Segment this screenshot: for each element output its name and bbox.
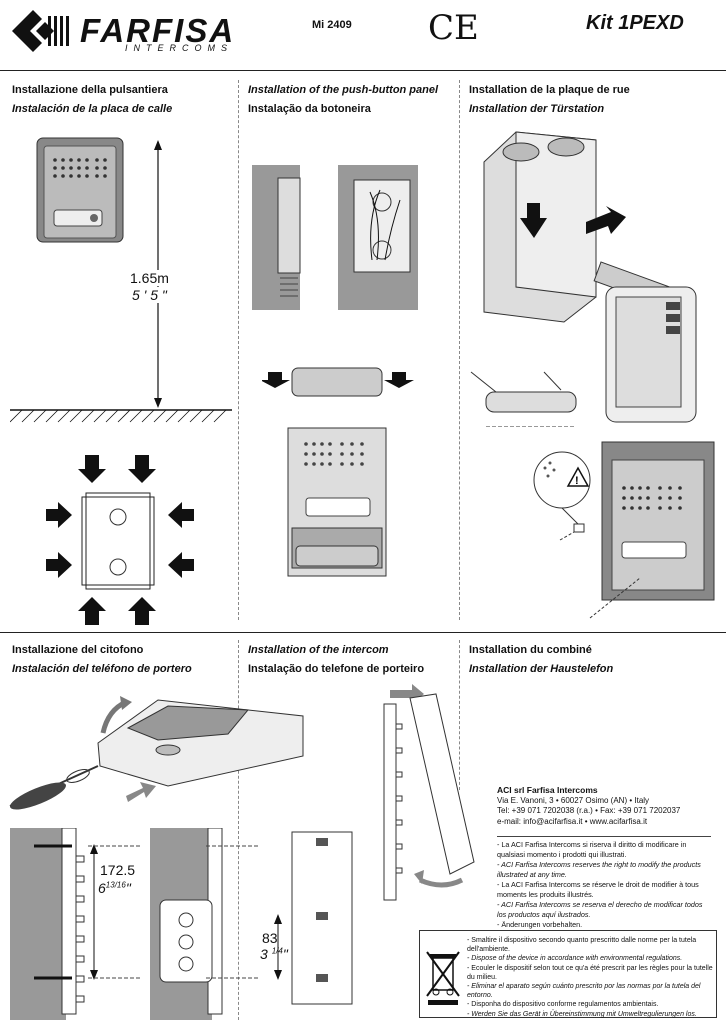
column-divider: [459, 80, 460, 620]
heading-panel-pt: Instalação da botoneira: [248, 103, 371, 115]
heading-intercom-es: Instalación del teléfono de portero: [12, 663, 192, 675]
disposal-box: [419, 930, 717, 1018]
header-divider: [0, 70, 726, 71]
disposal-note: - Werden Sie das Gerät in Übereinstimmun…: [467, 1010, 697, 1018]
heading-intercom-en: Installation of the intercom: [248, 644, 389, 656]
legal-note: - La ACI Farfisa Intercoms se réserve le…: [497, 880, 699, 899]
column-divider: [238, 640, 239, 1020]
brand-name: FARFISA: [80, 12, 236, 49]
column-divider: [238, 80, 239, 620]
spacing-imperial-label: 613/16": [98, 880, 131, 896]
legal-note: - Änderungen vorbehalten.: [497, 920, 583, 929]
panel-frame-drawing: [262, 367, 414, 577]
farfisa-logo: [12, 10, 232, 52]
offset-inch-fraction: 1/4: [271, 946, 283, 956]
offset-metric-label: 83: [262, 930, 278, 946]
box-mount-arrows-drawing: [46, 455, 194, 625]
disposal-notes: - Smaltire il dispositivo secondo quanto…: [467, 936, 713, 1019]
heading-panel-en: Installation of the push-button panel: [248, 84, 439, 96]
disposal-note: - Ecouler le dispositif selon tout ce qu…: [467, 964, 713, 981]
disposal-note: - Smaltire il dispositivo secondo quanto…: [467, 937, 697, 954]
handset-mount-drawing: [383, 684, 475, 901]
heading-intercom-pt: Instalação do telefone de porteiro: [248, 663, 425, 675]
company-name: ACI srl Farfisa Intercoms: [497, 785, 598, 795]
heading-intercom-it: Installazione del citofono: [12, 644, 144, 656]
farfisa-logo-icon: [12, 10, 69, 52]
spacing-inch-unit: ": [125, 880, 131, 896]
heading-panel-es: Instalación de la placa de calle: [12, 103, 173, 115]
weee-bin-icon: [426, 951, 460, 1005]
company-phone: Tel: +39 071 7202038 (r.a.) • Fax: +39 0…: [497, 806, 681, 815]
document-code: Mi 2409: [312, 19, 352, 31]
kit-title: Kit 1PEXD: [586, 12, 684, 34]
ce-mark: CE: [428, 8, 479, 48]
heading-panel-de: Installation der Türstation: [469, 103, 605, 115]
legal-note: - ACI Farfisa Intercoms se reserva el de…: [497, 900, 703, 919]
legal-note: - ACI Farfisa Intercoms reserves the rig…: [497, 860, 701, 879]
heading-panel-it: Installazione della pulsantiera: [12, 84, 168, 96]
box-in-wall-drawing: [252, 165, 418, 310]
intercom-wall-mount-drawing: [10, 828, 353, 1020]
disposal-note: - Eliminar el aparato según cuánto presc…: [467, 983, 701, 1000]
offset-imperial-label: 3 1/4": [260, 946, 288, 962]
height-imperial-label: 5 ' 5 ": [130, 287, 169, 303]
intercom-opening-drawing: [9, 696, 304, 810]
offset-inch-unit: ": [282, 946, 288, 962]
spacing-metric-label: 172.5: [100, 862, 136, 878]
company-info: ACI srl Farfisa Intercoms Via E. Vanoni,…: [497, 785, 711, 827]
svg-text:!: !: [575, 475, 579, 487]
panel-screw-drawing: !: [533, 441, 715, 619]
spacing-inch-fraction: 13/16: [105, 880, 126, 890]
heading-intercom-de: Installation der Haustelefon: [469, 663, 614, 675]
heading-intercom-fr: Installation du combiné: [469, 644, 592, 656]
column-divider: [459, 640, 460, 790]
panel-height-drawing: [10, 137, 232, 423]
heading-panel-fr: Installation de la plaque de rue: [469, 84, 630, 96]
legal-notes: - La ACI Farfisa Intercoms si riserva il…: [497, 836, 711, 931]
section-divider: [0, 632, 726, 633]
spacing-inch-value: 6: [98, 880, 106, 896]
offset-inch-value: 3: [260, 946, 268, 962]
company-web: e-mail: info@acifarfisa.it • www.acifarf…: [497, 816, 648, 826]
brand-subtitle: INTERCOMS: [125, 43, 233, 53]
box-assembly-drawing: [470, 131, 697, 427]
legal-note: - La ACI Farfisa Intercoms si riserva il…: [497, 840, 687, 859]
height-metric-label: 1.65m: [128, 270, 171, 286]
company-address: Via E. Vanoni, 3 • 60027 Osimo (AN) • It…: [497, 795, 650, 805]
disposal-note: - Dispose of the device in accordance wi…: [467, 955, 683, 963]
disposal-note: - Disponha do dispositivo conforme regul…: [467, 1001, 659, 1009]
